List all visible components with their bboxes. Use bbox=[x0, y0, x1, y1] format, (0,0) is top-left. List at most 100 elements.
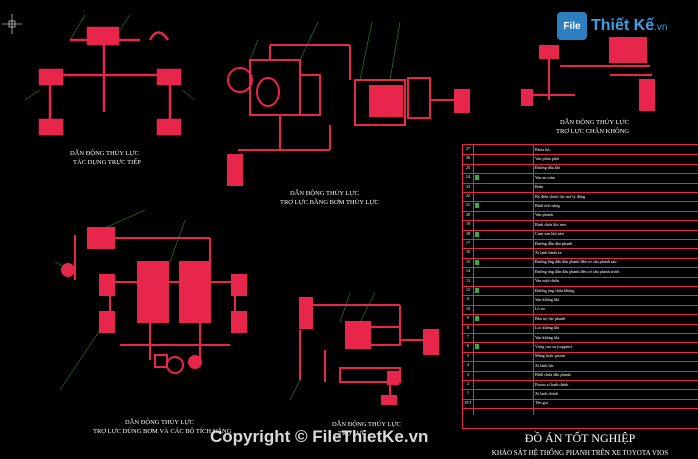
row-number: 10 bbox=[466, 305, 470, 311]
row-label: Cụm van khí nén bbox=[535, 231, 564, 237]
site-logo: File Thiết Kế.vn bbox=[557, 12, 667, 40]
row-marker bbox=[475, 259, 479, 265]
table-row: 12 Đường ống chân không bbox=[463, 286, 698, 297]
row-number: 26 bbox=[466, 155, 470, 161]
table-row: 15 Đường ống dẫn dầu phanh đến cơ cấu pha… bbox=[463, 258, 698, 269]
row-label: Tên gọi bbox=[535, 400, 548, 406]
table-row: 11 Van không khí bbox=[463, 295, 698, 306]
row-number: 15 bbox=[466, 258, 470, 264]
row-label: Đường dẫn dầu phanh bbox=[535, 240, 573, 246]
caption-bottom-line2: TRỢ LỰC ... bbox=[338, 430, 373, 437]
table-row: 27 Khóa lực bbox=[463, 145, 698, 156]
row-number: STT bbox=[464, 399, 472, 405]
caption-combo-line1: DẪN ĐỘNG THỦY LỰC bbox=[125, 419, 194, 426]
table-divider bbox=[473, 145, 474, 415]
table-row: 21 Bình tích năng bbox=[463, 201, 698, 212]
row-marker bbox=[475, 231, 479, 237]
row-number: 19 bbox=[466, 221, 470, 227]
table-row: 2 Piston xi lanh chính bbox=[463, 380, 698, 391]
table-row: 16 Xi lanh bánh xe bbox=[463, 248, 698, 259]
row-label: Van phanh bbox=[535, 212, 553, 218]
table-row: STT Tên gọi bbox=[463, 399, 698, 410]
row-number: 18 bbox=[466, 230, 470, 236]
copyright-watermark: Copyright © FileThietKe.vn bbox=[210, 427, 429, 446]
caption-direct-line2: TÁC DỤNG TRỰC TIẾP bbox=[73, 159, 141, 166]
row-label: Xi lanh lực bbox=[535, 362, 554, 368]
row-number: 6 bbox=[467, 343, 469, 349]
row-number: 12 bbox=[466, 287, 470, 292]
row-number: 5 bbox=[467, 352, 469, 358]
table-row: 5 Màng hoặc piston bbox=[463, 352, 698, 363]
row-label: Lò xo bbox=[535, 306, 545, 312]
row-label: Xi lanh chính bbox=[535, 390, 558, 396]
logo-domain: .vn bbox=[654, 22, 668, 33]
row-marker bbox=[475, 175, 479, 181]
row-number: 9 bbox=[467, 315, 469, 321]
table-row: 23 Bơm bbox=[463, 183, 698, 193]
row-number: 20 bbox=[466, 211, 470, 217]
row-label: Van không khí bbox=[535, 296, 560, 302]
leader-lines-pump bbox=[249, 21, 401, 81]
leader-lines-bottom bbox=[289, 292, 376, 401]
row-number: 21 bbox=[466, 202, 470, 208]
caption-pump-line1: DẪN ĐỘNG THỦY LỰC bbox=[290, 190, 359, 197]
caption-pump-line2: TRỢ LỰC BẰNG BƠM THỦY LỰC bbox=[280, 199, 379, 206]
row-label: Bộ điều chỉnh lực mở ly động bbox=[535, 193, 586, 199]
row-number: 8 bbox=[467, 324, 469, 330]
row-label: Khóa lực bbox=[535, 146, 551, 152]
row-marker bbox=[475, 288, 479, 293]
table-divider bbox=[533, 145, 534, 415]
caption-vacuum-line2: TRỢ LỰC CHÂN KHÔNG bbox=[556, 128, 630, 135]
row-number: 16 bbox=[466, 249, 470, 255]
row-marker bbox=[475, 203, 479, 209]
row-marker bbox=[475, 316, 479, 322]
row-number: 17 bbox=[466, 240, 470, 245]
row-number: 14 bbox=[466, 268, 470, 274]
row-label: Bơm bbox=[535, 184, 544, 190]
row-number: 11 bbox=[466, 296, 470, 302]
caption-direct-line1: DẪN ĐỘNG THỦY LỰC bbox=[70, 150, 139, 157]
row-label: Van phân phối bbox=[535, 155, 560, 161]
row-label: Xi lanh bánh xe bbox=[535, 249, 562, 255]
diagram-pump-accumulator bbox=[61, 227, 247, 374]
table-row: 26 Van phân phối bbox=[463, 154, 698, 165]
row-label: Màng hoặc piston bbox=[535, 353, 566, 359]
row-number: 4 bbox=[467, 362, 469, 368]
diagram-pump-assisted bbox=[227, 44, 470, 186]
row-label: Bình chứa dầu phanh bbox=[535, 372, 571, 378]
diagram-direct-acting bbox=[38, 26, 182, 136]
row-number: 27 bbox=[466, 146, 470, 151]
row-label: Đường dầu hồi bbox=[535, 165, 561, 171]
table-row: 25 Đường dầu hồi bbox=[463, 164, 698, 175]
row-number: 2 bbox=[467, 381, 469, 386]
row-label: Đường ống dẫn dầu phanh đến cơ cấu phanh… bbox=[535, 259, 617, 265]
diagram-vacuum-assisted bbox=[521, 37, 655, 111]
row-number: 13 bbox=[466, 277, 470, 283]
leader-lines-direct bbox=[24, 14, 196, 101]
row-number: 25 bbox=[466, 164, 470, 170]
logo-name: Thiết Kế bbox=[591, 17, 655, 34]
row-label: Đường ống chân không bbox=[535, 287, 575, 293]
table-row: 10 Lò xo bbox=[463, 305, 698, 316]
row-label: Bình tích năng bbox=[535, 202, 560, 208]
row-label: Van một chiều bbox=[535, 278, 560, 284]
caption-vacuum-line1: DẪN ĐỘNG THỦY LỰC bbox=[560, 119, 629, 126]
row-number: 23 bbox=[466, 183, 470, 189]
row-label: Piston xi lanh chính bbox=[535, 381, 569, 387]
title-block: ĐỒ ÁN TỐT NGHIỆP KHẢO SÁT HỆ THỐNG PHANH… bbox=[462, 427, 698, 459]
table-row: 13 Van một chiều bbox=[463, 277, 698, 287]
table-row: 4 Xi lanh lực bbox=[463, 361, 698, 372]
leader-lines-combo bbox=[54, 209, 186, 391]
logo-badge: File bbox=[557, 12, 587, 40]
